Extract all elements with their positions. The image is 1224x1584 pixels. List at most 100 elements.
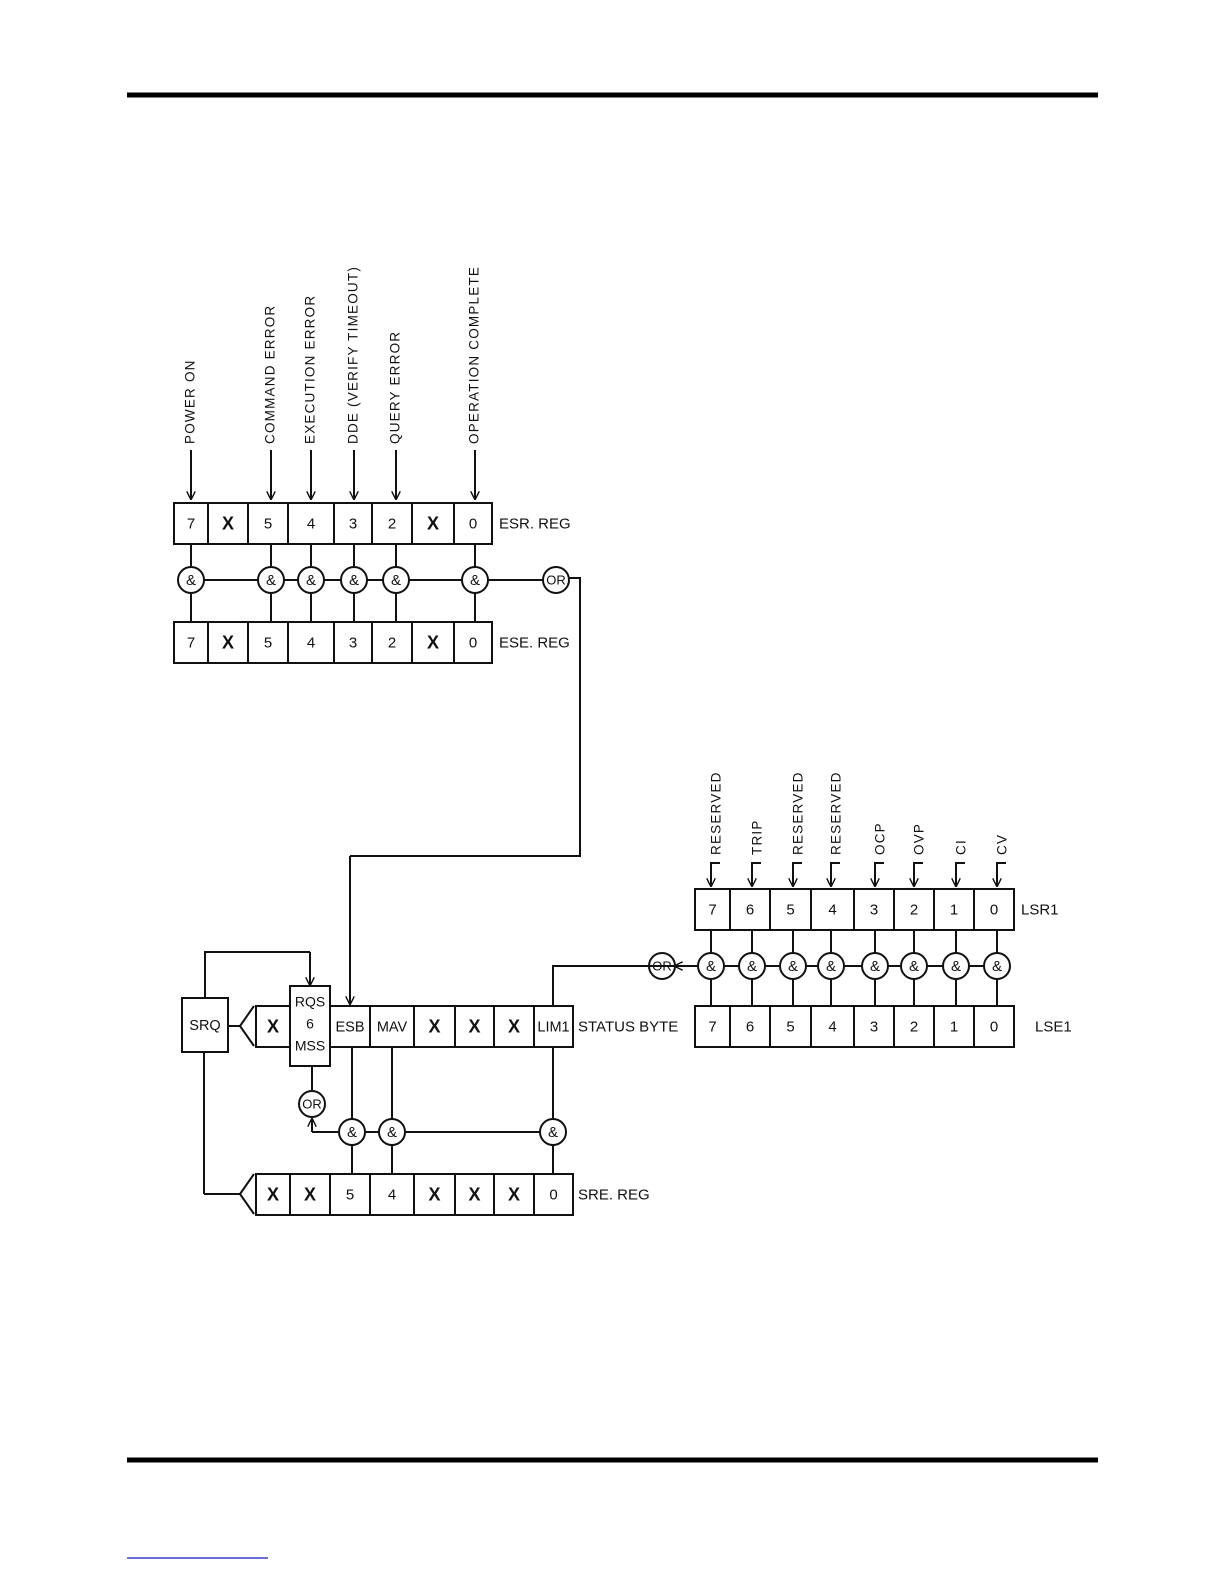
status-byte-bit-part: MSS bbox=[295, 1038, 325, 1054]
register-bit: 0 bbox=[469, 515, 477, 532]
lsr1-and-gate bbox=[861, 952, 889, 980]
lsr1-and-gate-label: & bbox=[788, 958, 798, 975]
lsr1-and-gate bbox=[738, 952, 766, 980]
lsr1-event-arrow bbox=[997, 862, 1006, 886]
status-byte-bit: X bbox=[508, 1016, 520, 1036]
register-bit: 4 bbox=[307, 515, 315, 532]
lsr1-event-label: CI bbox=[954, 839, 969, 855]
status-or-gate-label: OR bbox=[302, 1096, 322, 1111]
status-byte-bit: X bbox=[428, 1016, 440, 1036]
lsr1-event-arrow bbox=[752, 862, 761, 886]
register-bit: 3 bbox=[349, 634, 357, 651]
status-and-gate-label: & bbox=[548, 1124, 558, 1141]
register-bit: 7 bbox=[187, 515, 195, 532]
register-bit: 1 bbox=[950, 1018, 958, 1035]
lsr1-event-label: CV bbox=[995, 834, 1010, 855]
register-label: LSE1 bbox=[1035, 1018, 1072, 1035]
lsr1-and-gate bbox=[779, 952, 807, 980]
lsr1-event-arrow bbox=[793, 862, 802, 886]
register-bit: 5 bbox=[264, 515, 272, 532]
srq-box bbox=[181, 997, 229, 1053]
esr-and-gate-label: & bbox=[186, 572, 196, 589]
status-byte-bit: X bbox=[267, 1016, 279, 1036]
register-bit: 7 bbox=[187, 634, 195, 651]
register-bit: 0 bbox=[990, 1018, 998, 1035]
lsr1-event-arrow bbox=[914, 862, 923, 886]
register-bit: X bbox=[427, 632, 439, 652]
lsr1-event-label: OCP bbox=[873, 822, 888, 855]
esr-and-gate-label: & bbox=[391, 572, 401, 589]
lsr1-and-gate bbox=[983, 952, 1011, 980]
register-bit: 6 bbox=[746, 901, 754, 918]
lsr1-event-label: RESERVED bbox=[791, 771, 806, 855]
lsr1-and-gate-label: & bbox=[909, 958, 919, 975]
register-bit: X bbox=[468, 1184, 480, 1204]
esr-and-gate-label: & bbox=[306, 572, 316, 589]
register-label: ESE. REG bbox=[499, 634, 570, 651]
register-bit: 2 bbox=[910, 901, 918, 918]
lsr1-and-gate-label: & bbox=[951, 958, 961, 975]
esr-event-label: COMMAND ERROR bbox=[263, 305, 278, 444]
lsr1-and-gate-label: & bbox=[992, 958, 1002, 975]
lsr1-and-gate-label: & bbox=[706, 958, 716, 975]
register-bit: 0 bbox=[469, 634, 477, 651]
register-bit: 3 bbox=[870, 901, 878, 918]
register-bit: 4 bbox=[388, 1186, 396, 1203]
register-bit: 7 bbox=[708, 901, 716, 918]
register-bit: X bbox=[222, 632, 234, 652]
esr-and-gate bbox=[297, 566, 325, 594]
register-label: LSR1 bbox=[1021, 901, 1059, 918]
status-byte-bit: ESB bbox=[335, 1019, 364, 1035]
register-bit: X bbox=[508, 1184, 520, 1204]
register-bit: 3 bbox=[870, 1018, 878, 1035]
register-bit: 2 bbox=[910, 1018, 918, 1035]
lsr1-and-gate bbox=[900, 952, 928, 980]
lsr1-and-gate-label: & bbox=[870, 958, 880, 975]
lsr1-and-gate-label: & bbox=[826, 958, 836, 975]
register-bit: X bbox=[267, 1184, 279, 1204]
register-bit: 5 bbox=[786, 1018, 794, 1035]
esr-and-gate-label: & bbox=[470, 572, 480, 589]
esr-event-label: EXECUTION ERROR bbox=[303, 295, 318, 444]
register-bit: 7 bbox=[708, 1018, 716, 1035]
status-and-gate bbox=[539, 1118, 567, 1146]
register-bit: 5 bbox=[786, 901, 794, 918]
esr-or-gate-label: OR bbox=[546, 572, 566, 587]
register-bit: 0 bbox=[990, 901, 998, 918]
esr-and-gate bbox=[382, 566, 410, 594]
register-bit: 4 bbox=[828, 1018, 836, 1035]
register-bit: 3 bbox=[349, 515, 357, 532]
lsr1-and-gate bbox=[817, 952, 845, 980]
status-and-gate bbox=[338, 1118, 366, 1146]
status-byte-bit-part: 6 bbox=[306, 1016, 314, 1032]
register-bit: X bbox=[427, 513, 439, 533]
register-bit: X bbox=[428, 1184, 440, 1204]
status-byte-bit: X bbox=[468, 1016, 480, 1036]
register-bit: 6 bbox=[746, 1018, 754, 1035]
register-bit: 2 bbox=[388, 515, 396, 532]
status-byte-bit-part: RQS bbox=[295, 994, 325, 1010]
lsr1-event-label: TRIP bbox=[750, 819, 765, 855]
esr-and-gate bbox=[461, 566, 489, 594]
lsr1-and-gate bbox=[942, 952, 970, 980]
lsr1-event-label: RESERVED bbox=[829, 771, 844, 855]
esr-and-gate-label: & bbox=[266, 572, 276, 589]
status-byte-bit: LIM1 bbox=[537, 1019, 569, 1035]
register-bit: 1 bbox=[950, 901, 958, 918]
lsr1-event-arrow bbox=[956, 862, 965, 886]
esr-and-gate bbox=[257, 566, 285, 594]
register-label: SRE. REG bbox=[578, 1186, 650, 1203]
esr-or-gate bbox=[542, 566, 570, 594]
status-and-gate-label: & bbox=[347, 1124, 357, 1141]
register-label: ESR. REG bbox=[499, 515, 571, 532]
status-and-gate bbox=[378, 1118, 406, 1146]
esr-event-label: DDE (VERIFY TIMEOUT) bbox=[346, 266, 361, 444]
register-bit: 5 bbox=[346, 1186, 354, 1203]
register-bit: 4 bbox=[828, 901, 836, 918]
esr-event-label: OPERATION COMPLETE bbox=[467, 266, 482, 444]
esr-and-gate-label: & bbox=[349, 572, 359, 589]
register-label: STATUS BYTE bbox=[578, 1018, 678, 1035]
lsr1-event-label: OVP bbox=[912, 823, 927, 855]
esr-and-gate bbox=[340, 566, 368, 594]
